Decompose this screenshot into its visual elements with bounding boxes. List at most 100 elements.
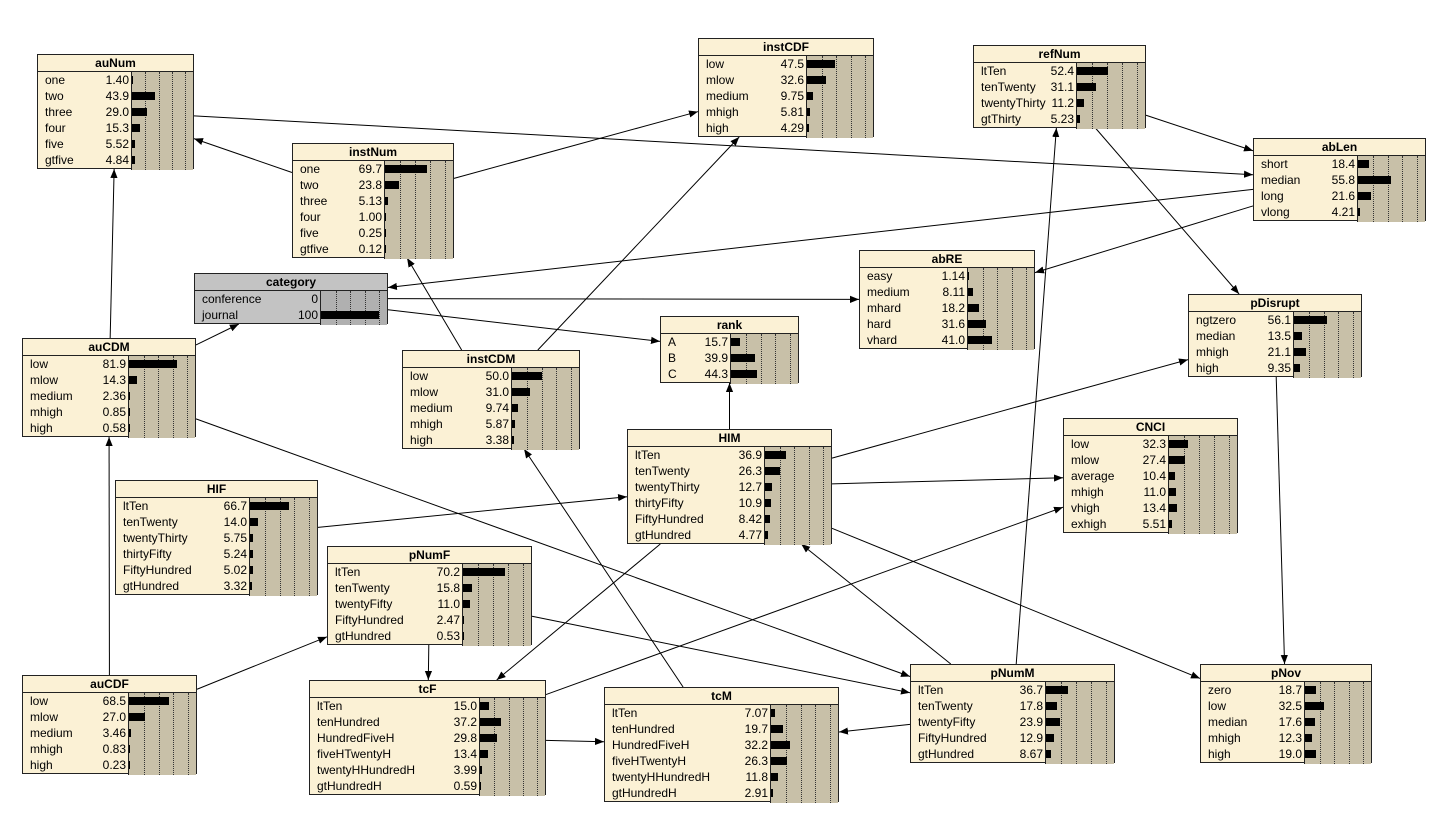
state-label: five (300, 226, 319, 240)
state-probability: 21.6 (1331, 189, 1355, 203)
state-label: gtHundred (123, 579, 180, 593)
probability-bar (129, 745, 130, 753)
probability-bar (771, 773, 778, 781)
gridline (145, 72, 146, 170)
gridline (780, 447, 781, 545)
probability-bar (765, 515, 770, 523)
state-probability: 36.9 (738, 448, 762, 462)
state-label: thirtyFifty (635, 496, 684, 510)
probability-bar (321, 311, 379, 319)
state-label: HundredFiveH (612, 738, 690, 752)
state-probability: 5.24 (223, 547, 247, 561)
probability-bar (250, 502, 289, 510)
gridline (786, 705, 787, 803)
state-label: ltTen (123, 499, 149, 513)
gridline (158, 356, 159, 438)
probability-bar (765, 531, 768, 539)
state-probability: 69.7 (358, 162, 382, 176)
state-label: two (300, 178, 319, 192)
state-label: medium (867, 285, 910, 299)
state-label: gtHundredH (612, 786, 677, 800)
probability-bar (1294, 348, 1306, 356)
node-title: tcF (310, 681, 545, 698)
state-label: ltTen (335, 565, 361, 579)
gridline (775, 334, 776, 384)
edge-auCDM-to-pNumM (195, 418, 911, 677)
probability-bar (1305, 686, 1316, 694)
probability-bar (480, 750, 488, 758)
gridline (865, 56, 866, 138)
probability-bar (480, 702, 489, 710)
state-label: mhigh (30, 405, 63, 419)
gridline (556, 368, 557, 450)
state-probability: 9.75 (780, 89, 804, 103)
state-row: five 0.25 (293, 225, 385, 241)
probability-bar (512, 436, 514, 444)
state-probability: 18.7 (1278, 683, 1302, 697)
state-probability: 0.25 (358, 226, 382, 240)
node-title: auNum (38, 55, 193, 72)
node-title: instNum (293, 144, 453, 161)
state-probability: 14.0 (223, 515, 247, 529)
state-label: zero (1208, 683, 1232, 697)
gridline (1417, 156, 1418, 222)
state-label: high (410, 433, 433, 447)
state-label: vhigh (1071, 501, 1100, 515)
state-probability: 3.46 (102, 726, 126, 740)
state-probability: 1.14 (941, 269, 965, 283)
state-probability: 1.40 (105, 73, 129, 87)
state-label: twentyHHundredH (317, 763, 416, 777)
probability-bar (1046, 702, 1057, 710)
state-label: FiftyHundred (123, 563, 192, 577)
state-label: ngtzero (1196, 313, 1237, 327)
gridline (1363, 682, 1364, 764)
gridline (185, 72, 186, 170)
